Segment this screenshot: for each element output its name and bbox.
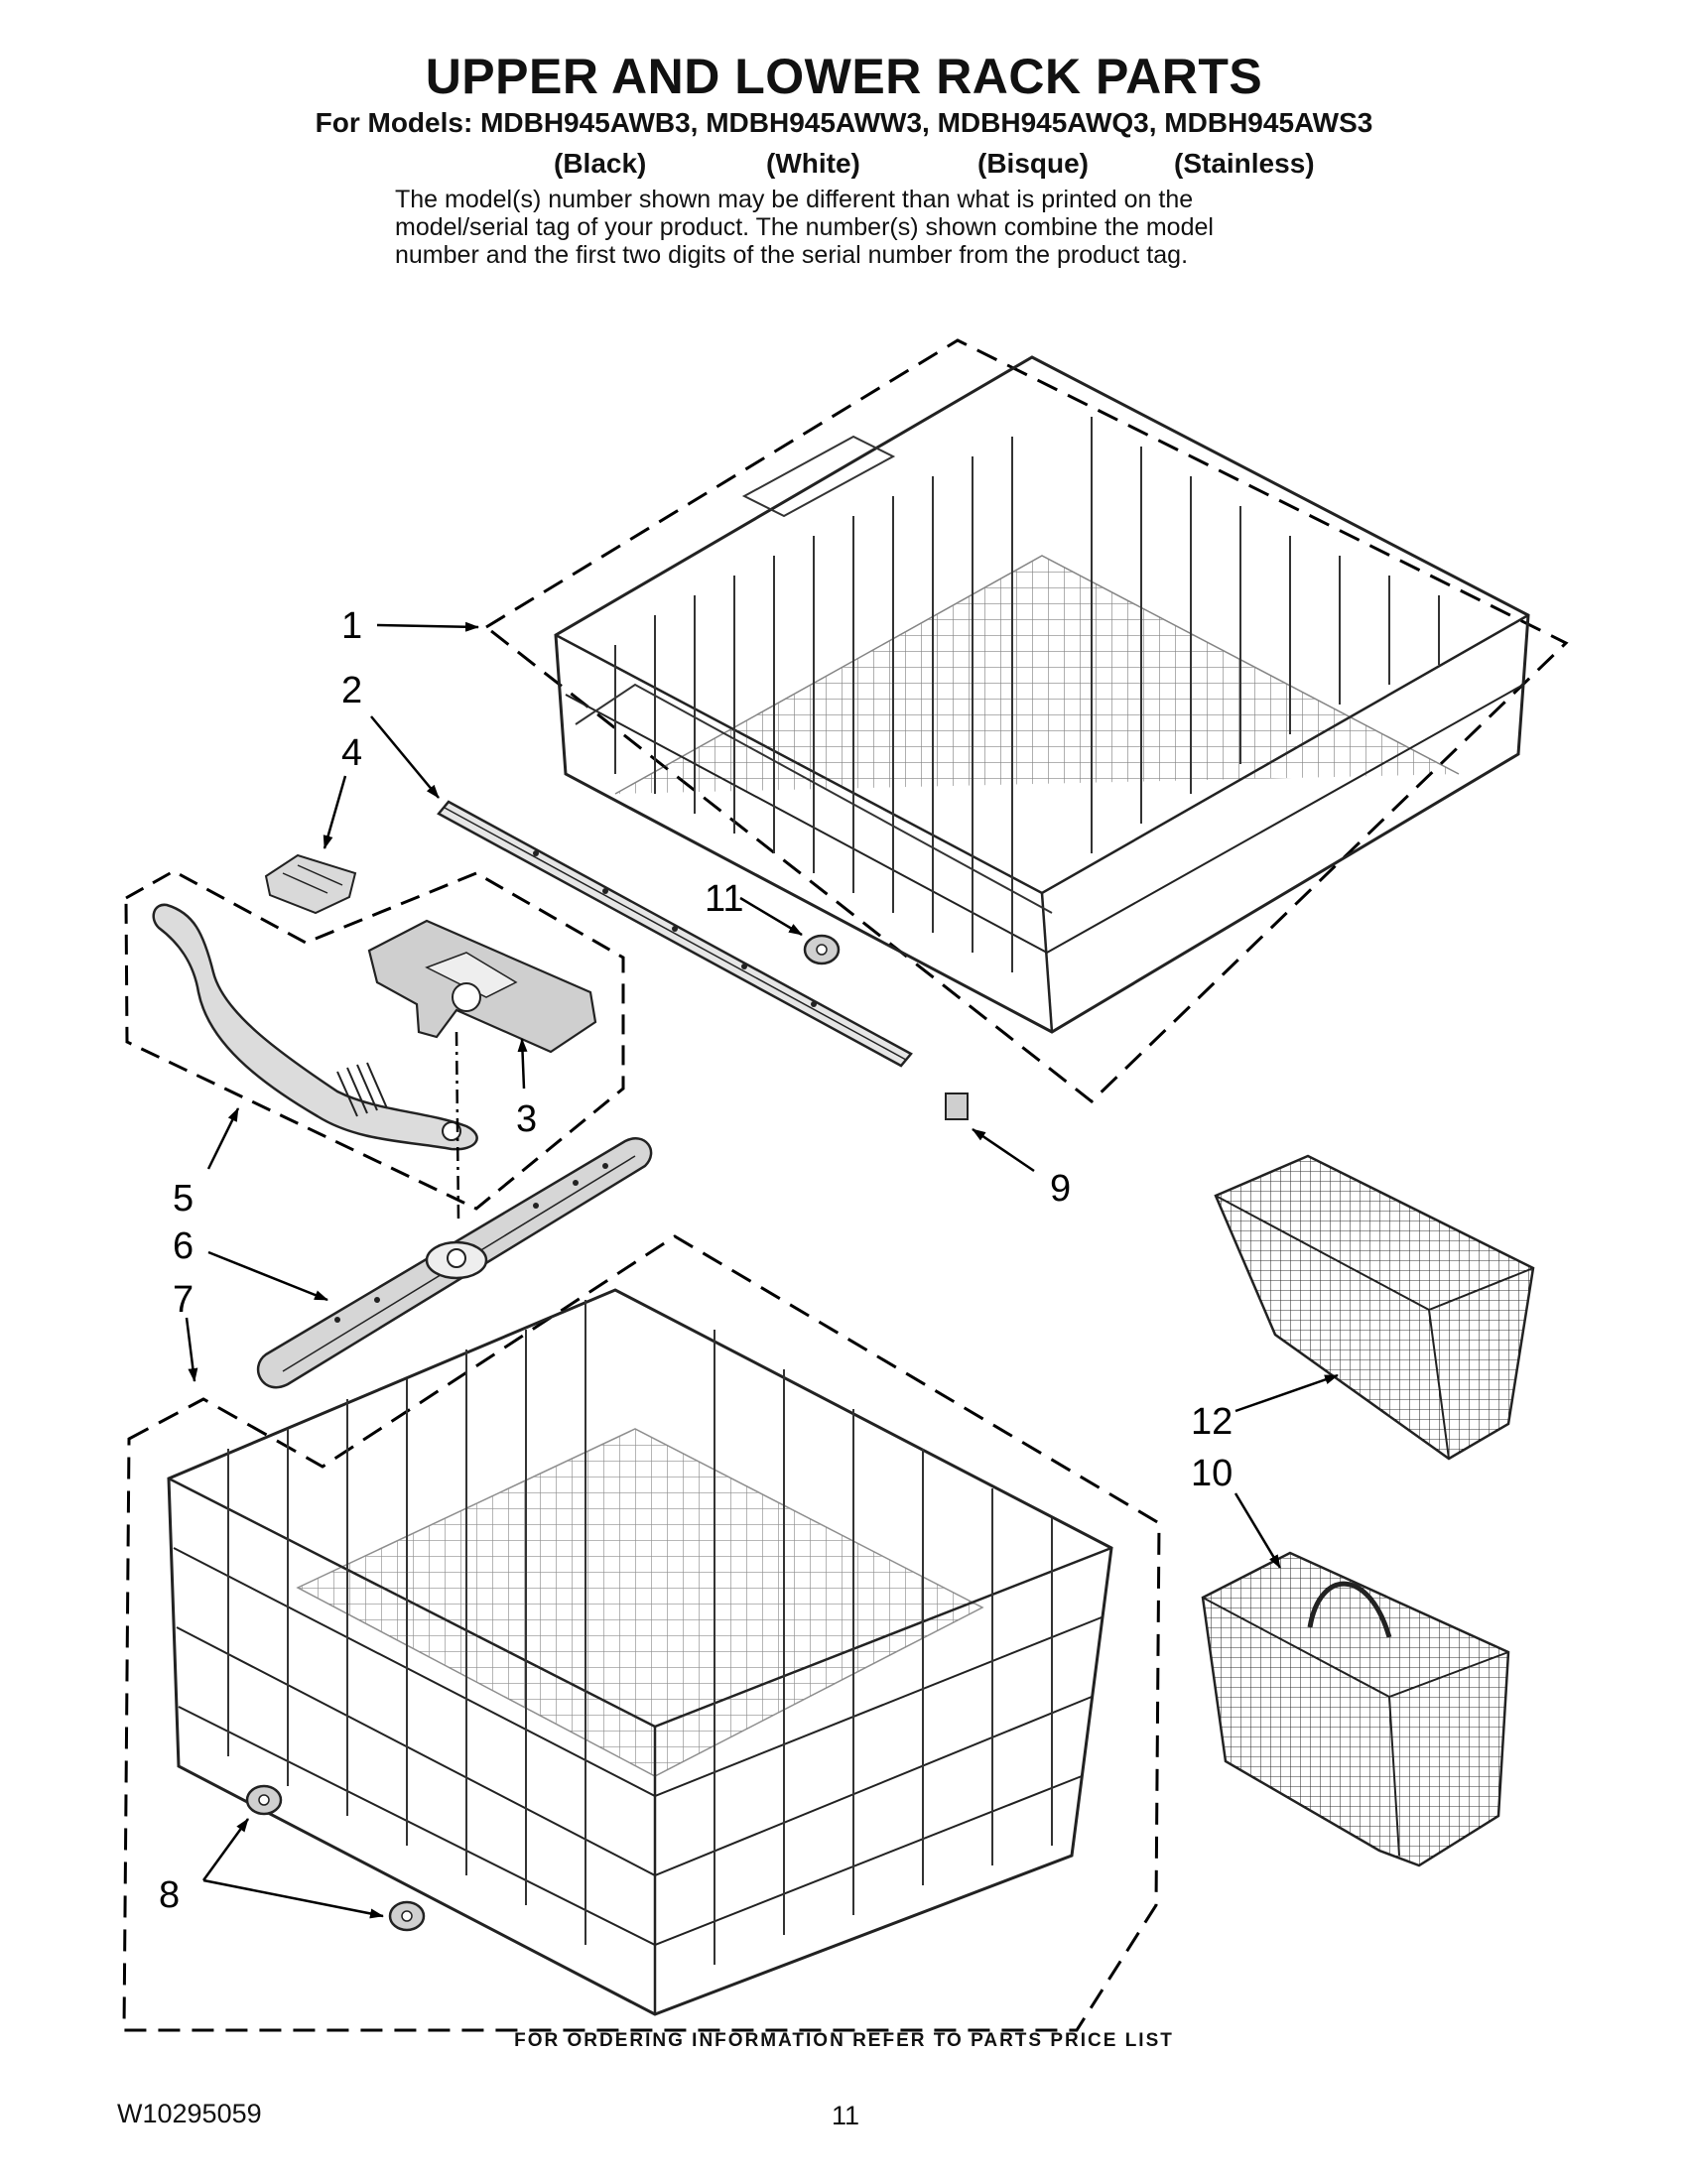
callout-2: 2 xyxy=(341,670,362,711)
color-black: (Black) xyxy=(554,148,647,179)
upper-rack-wheel xyxy=(803,934,841,965)
manifold xyxy=(367,919,597,1054)
spray-arm xyxy=(256,1137,653,1389)
callout-1: 1 xyxy=(341,605,362,647)
rail-clip xyxy=(264,853,357,915)
model-note-line: model/serial tag of your product. The nu… xyxy=(395,213,1214,241)
callout-8: 8 xyxy=(159,1874,180,1916)
small-basket xyxy=(1214,1154,1535,1461)
model-note: The model(s) number shown may be differe… xyxy=(395,186,1328,269)
color-bisque: (Bisque) xyxy=(977,148,1089,179)
model-note-line: The model(s) number shown may be differe… xyxy=(395,186,1194,213)
rack-rail xyxy=(437,800,913,1068)
document-number: W10295059 xyxy=(117,2099,262,2128)
models-line: For Models: MDBH945AWB3, MDBH945AWW3, MD… xyxy=(315,107,1373,138)
ordering-note: FOR ORDERING INFORMATION REFER TO PARTS … xyxy=(514,2030,1174,2051)
callout-10: 10 xyxy=(1191,1453,1233,1494)
callout-9: 9 xyxy=(1050,1168,1071,1210)
callout-3: 3 xyxy=(516,1098,537,1140)
page-title: UPPER AND LOWER RACK PARTS xyxy=(425,49,1263,104)
callout-5: 5 xyxy=(173,1178,194,1220)
page-number: 11 xyxy=(832,2101,860,2130)
model-note-line: number and the first two digits of the s… xyxy=(395,241,1189,269)
callout-arrows xyxy=(185,621,1339,1919)
color-white: (White) xyxy=(766,148,860,179)
callout-12: 12 xyxy=(1191,1401,1233,1443)
rail-stop xyxy=(945,1092,969,1120)
feed-tube xyxy=(152,903,478,1151)
color-stainless: (Stainless) xyxy=(1174,148,1315,179)
callout-7: 7 xyxy=(173,1279,194,1321)
wheel xyxy=(388,1900,426,1932)
upper-rack xyxy=(483,338,1569,1103)
silverware-basket xyxy=(1201,1551,1510,1867)
callout-11: 11 xyxy=(705,878,743,920)
callout-6: 6 xyxy=(173,1225,194,1267)
callout-4: 4 xyxy=(341,732,362,774)
lower-rack xyxy=(167,1288,1113,2016)
wheel xyxy=(245,1784,283,1816)
